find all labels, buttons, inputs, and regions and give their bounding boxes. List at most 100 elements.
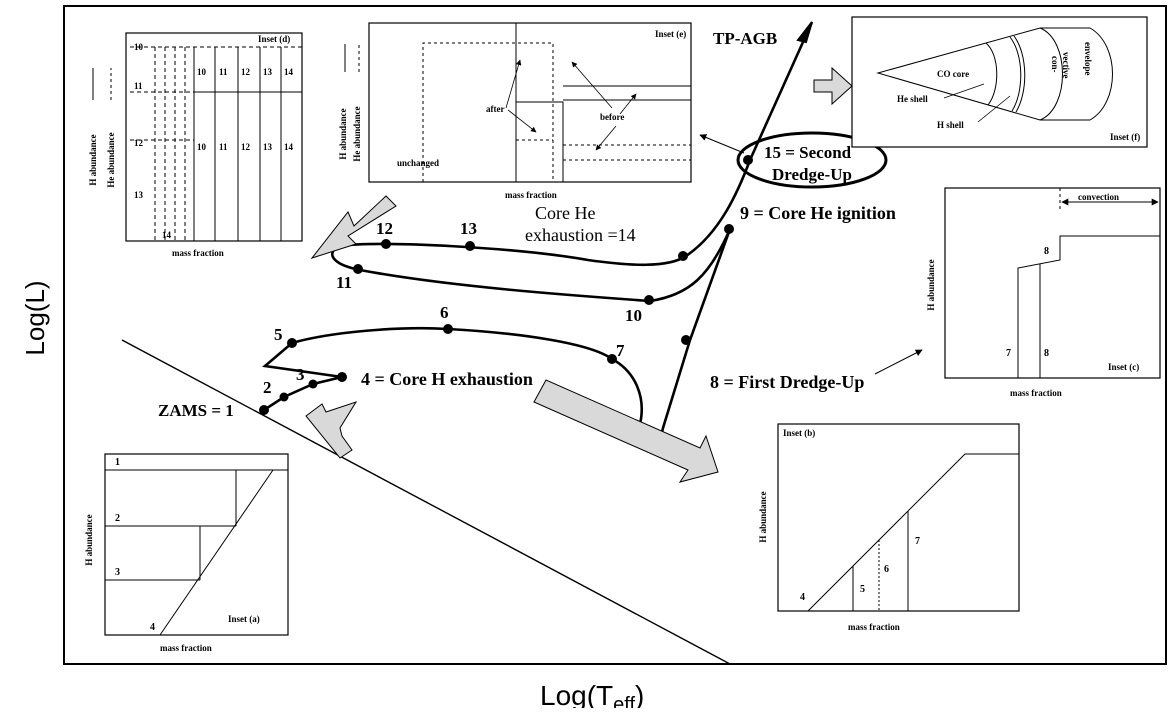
inset-d-title: Inset (d) (258, 34, 290, 44)
label-11: 11 (336, 273, 352, 292)
inset-b-ylabel: H abundance (758, 491, 768, 542)
inset-d-col-13: 13 (263, 142, 273, 152)
point-6 (443, 324, 453, 334)
inset-f-h-shell: H shell (937, 120, 964, 130)
inset-d-col-10: 10 (197, 142, 207, 152)
x-axis-label-main: Log(T (540, 680, 613, 708)
inset-a-title: Inset (a) (228, 614, 260, 624)
inset-a-level-2: 2 (115, 513, 120, 524)
label-6: 6 (440, 303, 449, 322)
point-2 (279, 392, 289, 402)
inset-b-title: Inset (b) (783, 428, 815, 438)
label-8: 8 = First Dredge-Up (710, 372, 864, 392)
point-1 (259, 405, 269, 415)
point-11 (353, 264, 363, 274)
inset-e-ylabel-h: H abundance (338, 108, 348, 159)
inset-f-envelope: envelope (1083, 42, 1093, 76)
label-14-line1: Core He (535, 203, 595, 223)
label-14-line2: exhaustion =14 (525, 225, 636, 245)
label-15-line1: 15 = Second (764, 143, 852, 162)
block-arrow-to-inset-d (310, 195, 397, 259)
label-15-line2: Dredge-Up (772, 165, 852, 184)
inset-e: after before unchanged Inset (e) mass fr… (338, 22, 692, 200)
label-tp-agb: TP-AGB (713, 29, 777, 48)
pointer-to-inset-e (699, 134, 745, 154)
inset-b-xlabel: mass fraction (848, 622, 900, 632)
block-arrow-to-inset-b (533, 379, 719, 483)
inset-f: CO core He shell H shell con- vective en… (851, 16, 1148, 148)
label-9: 9 = Core He ignition (740, 203, 896, 223)
inset-c-frame (944, 187, 1161, 379)
inset-a-level-4: 4 (150, 622, 155, 633)
inset-d-col-11-top: 11 (219, 67, 228, 77)
point-13 (465, 241, 475, 251)
inset-c: convection 8 7 8 Inset (c) mass fraction… (926, 187, 1161, 398)
inset-c-level-8: 8 (1044, 348, 1049, 359)
label-13: 13 (460, 219, 477, 238)
inset-d-col-10-top: 10 (197, 67, 207, 77)
block-arrow-to-inset-f (813, 66, 853, 106)
label-3: 3 (296, 365, 305, 384)
point-14 (678, 251, 688, 261)
inset-a-ylabel: H abundance (84, 514, 94, 565)
x-axis-label-sub: eff (613, 694, 635, 708)
x-axis-label: Log(Teff) (540, 680, 644, 708)
point-7 (607, 354, 617, 364)
inset-e-unchanged: unchanged (397, 158, 439, 168)
inset-e-after: after (486, 104, 504, 114)
inset-a-level-1: 1 (115, 457, 120, 468)
point-12 (381, 239, 391, 249)
inset-c-ylabel: H abundance (926, 259, 936, 310)
label-2: 2 (263, 378, 272, 397)
inset-a-xlabel: mass fraction (160, 643, 212, 653)
second-dredge-up-ellipse (736, 131, 888, 189)
inset-d-left-14: 14 (162, 230, 172, 240)
inset-b-frame (777, 423, 1020, 612)
point-10 (644, 295, 654, 305)
inset-c-xlabel: mass fraction (1010, 388, 1062, 398)
inset-f-convective-2: vective (1061, 52, 1071, 78)
label-zams: ZAMS = 1 (158, 401, 234, 420)
inset-b-level-6: 6 (884, 564, 889, 575)
x-axis-label-close: ) (635, 680, 644, 708)
inset-a-frame (104, 453, 289, 636)
label-10: 10 (625, 306, 642, 325)
label-7: 7 (616, 341, 625, 360)
inset-d-xlabel: mass fraction (172, 248, 224, 258)
inset-d-frame (125, 32, 303, 242)
inset-f-title: Inset (f) (1110, 132, 1140, 142)
inset-c-title: Inset (c) (1108, 362, 1139, 372)
track-dots (259, 155, 753, 415)
inset-c-convection: convection (1078, 192, 1119, 202)
point-9 (724, 224, 734, 234)
inset-d-left-10: 10 (134, 42, 144, 52)
plot-frame (63, 5, 1167, 665)
point-4 (337, 372, 347, 382)
inset-d-col-14: 14 (284, 142, 294, 152)
inset-f-co-core: CO core (937, 69, 969, 79)
inset-a: 1 2 3 4 Inset (a) mass fraction H abunda… (84, 453, 289, 653)
label-4: 4 = Core H exhaustion (361, 369, 533, 389)
inset-e-ylabel-he: He abundance (352, 106, 362, 161)
main-sequence-line (121, 339, 731, 665)
inset-d-col-12-top: 12 (241, 67, 251, 77)
inset-d-left-13: 13 (134, 190, 144, 200)
inset-e-before: before (600, 112, 624, 122)
point-15 (743, 155, 753, 165)
y-axis-label: Log(L) (20, 280, 50, 355)
inset-e-xlabel: mass fraction (505, 190, 557, 200)
inset-d-ylabel-h: H abundance (88, 134, 98, 185)
point-3 (308, 379, 318, 389)
inset-b-level-5: 5 (860, 584, 865, 595)
inset-f-he-shell: He shell (897, 94, 928, 104)
inset-d-left-11: 11 (134, 81, 143, 91)
tp-agb-arrowhead (796, 21, 813, 44)
point-5 (287, 338, 297, 348)
inset-d-left-12: 12 (134, 138, 144, 148)
inset-c-level-8-upper: 8 (1044, 246, 1049, 257)
label-5: 5 (274, 325, 283, 344)
block-arrow-to-inset-a (305, 401, 358, 459)
inset-d-ylabel-he: He abundance (106, 132, 116, 187)
inset-d: 10 11 12 13 14 10 11 12 13 14 10 11 12 1… (88, 32, 303, 258)
